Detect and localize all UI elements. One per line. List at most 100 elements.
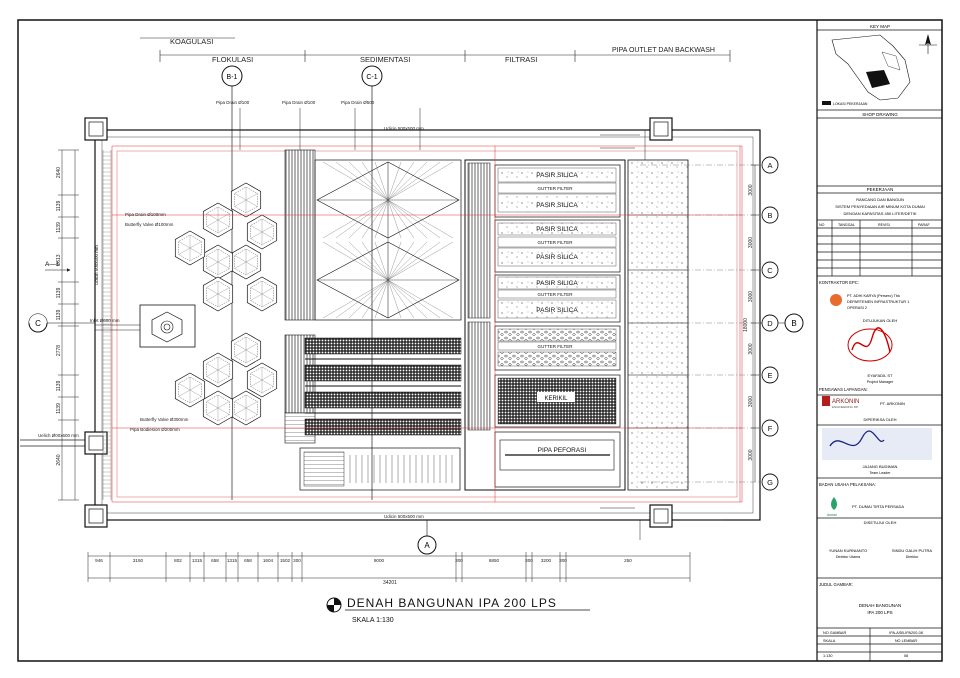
kontraktor-head: KONTRAKTOR EPC: [819, 280, 859, 285]
svg-text:DENAH BANGUNAN: DENAH BANGUNAN [859, 603, 902, 608]
svg-text:D: D [767, 319, 773, 328]
svg-text:Team Leader: Team Leader [870, 471, 892, 475]
section-sedimentasi: SEDIMENTASI [360, 55, 410, 64]
cut-marker-bottom: A [417, 520, 437, 555]
svg-text:dumai: dumai [827, 513, 837, 517]
filter-label-1: PASIR SILICA [536, 172, 578, 179]
svg-text:NO LEMBAR: NO LEMBAR [895, 639, 918, 643]
svg-text:PARAF: PARAF [918, 223, 931, 227]
svg-text:PT. ARKONIN: PT. ARKONIN [880, 401, 905, 406]
svg-text:PT. DUMAI TIRTA PERSADA: PT. DUMAI TIRTA PERSADA [852, 504, 904, 509]
bottom-dim-label: 300 [455, 558, 463, 563]
pipe-drain-3: Pipa Drain Ø500 [341, 100, 375, 105]
svg-text:SINDU GALIH PUTRA: SINDU GALIH PUTRA [892, 548, 933, 553]
bottom-dim-label: 1315 [227, 558, 238, 563]
bottom-dim-label: 1604 [263, 558, 274, 563]
left-dim-label: 2640 [56, 167, 62, 178]
right-dim-label: 3000 [748, 237, 754, 248]
filter-label-3: PASIR SILICA [536, 226, 578, 233]
svg-text:OPERASI 2: OPERASI 2 [847, 306, 867, 310]
left-dim-label: 1139 [56, 380, 62, 391]
flokulasi-hex-basins [174, 182, 278, 426]
svg-text:DEPARTEMEN INFRASTRUKTUR 1: DEPARTEMEN INFRASTRUKTUR 1 [847, 300, 909, 304]
bottom-dim-label: 802 [174, 558, 182, 563]
hex-basin [246, 362, 278, 398]
svg-text:SKALA: SKALA [823, 639, 836, 643]
gutter-label-3: GUTTER FILTER [538, 292, 574, 297]
hex-basin [230, 332, 262, 368]
grid-bubble-b: B [640, 206, 779, 224]
section-filtrasi: FILTRASI [505, 55, 537, 64]
svg-text:SISTEM PENYEDIAAN AIR MINUM KO: SISTEM PENYEDIAAN AIR MINUM KOTA DUMAI [835, 204, 925, 209]
gutter-label-1: GUTTER FILTER [538, 186, 574, 191]
butterfly-valve-1: Butterfly Valve Ø100mm [125, 222, 174, 227]
svg-text:1:130: 1:130 [823, 654, 833, 658]
filter-label-kerikil: KERIKIL [544, 396, 568, 402]
right-dim-label: 3000 [748, 291, 754, 302]
signature-stamp-2 [822, 428, 932, 460]
key-map: LOKASI PEKERJAAN [822, 34, 937, 106]
drawing-scale: SKALA 1:130 [352, 617, 394, 624]
svg-text:08: 08 [904, 654, 908, 658]
adhi-logo [830, 294, 842, 306]
svg-text:TANGGAL: TANGGAL [838, 223, 855, 227]
svg-text:C-1: C-1 [366, 74, 377, 81]
key-map-label: KEY MAP [870, 24, 890, 29]
bottom-dim-label: 9000 [374, 558, 385, 563]
plan-drawing: KOAGULASI FLOKULASI SEDIMENTASI FILTRASI… [20, 37, 804, 624]
left-dim-label: 2613 [56, 254, 62, 265]
hex-basin [202, 390, 234, 426]
hex-basin [246, 276, 278, 312]
svg-text:DIPERIKSA OLEH: DIPERIKSA OLEH [863, 417, 896, 422]
inlet-pipe-label: Uelich Ø00x600 mm [38, 433, 79, 438]
pengawas-head: PENGAWAS LAPANGAN: [819, 387, 868, 392]
north-arrow-icon [919, 34, 937, 54]
svg-text:NO GAMBAR: NO GAMBAR [823, 631, 846, 635]
svg-text:Direktur Utama: Direktur Utama [836, 555, 860, 559]
gutter-label-2: GUTTER FILTER [538, 240, 574, 245]
judul-head: JUDUL GAMBAR: [819, 582, 853, 587]
bottom-dim-label: 300 [559, 558, 567, 563]
signature-stamp-1 [847, 327, 893, 362]
left-dim-label: 1139 [56, 200, 62, 211]
svg-text:Direktur: Direktur [906, 555, 919, 559]
filter-label-perforasi: PIPA PEFORASI [538, 447, 587, 454]
svg-text:ARKONIN: ARKONIN [832, 399, 859, 405]
svg-text:JAJANG BUDIMAN: JAJANG BUDIMAN [863, 464, 898, 469]
grid-bubble-a: A [640, 156, 779, 174]
filter-cells: PASIR SILICA GUTTER FILTER PASIR SILICA … [494, 164, 621, 488]
bottom-dim-label: 1315 [192, 558, 203, 563]
left-dim-label: 1139 [56, 309, 62, 320]
left-dim-label: 2640 [56, 454, 62, 465]
grid-bubble-f: F [640, 419, 779, 437]
shop-drawing-label: SHOP DRAWING [862, 112, 898, 117]
svg-text:B: B [791, 319, 796, 328]
svg-text:DITUJUKAN OLEH: DITUJUKAN OLEH [863, 318, 898, 323]
bottom-total-dim: 34201 [383, 580, 397, 586]
pipe-drain-4: Pipa Drain Ø100mm [125, 212, 166, 217]
sedimentation-diamonds [314, 159, 462, 321]
hex-basin [202, 244, 234, 280]
right-dim-label: 3000 [748, 396, 754, 407]
svg-text:F: F [768, 424, 773, 433]
bottom-dim-label: 250 [624, 558, 632, 563]
bottom-dim-label: 300 [293, 558, 301, 563]
hex-basin [230, 182, 262, 218]
dumai-logo-icon [831, 497, 837, 510]
title-block: KEY MAP LOKASI PEKERJAAN SHOP DRAWING PE… [817, 24, 942, 661]
drawing-title: DENAH BANGUNAN IPA 200 LPS [347, 596, 557, 610]
cut-marker-left: C [28, 313, 95, 333]
right-total-dim: 18000 [743, 318, 749, 332]
hex-basin [202, 352, 234, 388]
pipa-bodiesion: Pipa Bodiesion Ø200mm [130, 427, 180, 432]
arkonin-logo-icon [822, 396, 830, 406]
section-flokulasi: FLOKULASI [212, 55, 253, 64]
bottom-dim-label: 946 [95, 558, 103, 563]
svg-text:IPA 200 LPS: IPA 200 LPS [867, 610, 892, 615]
svg-text:A: A [767, 161, 772, 170]
hex-basin [202, 276, 234, 312]
pipe-drain-2: Pipa Drain Ø100 [282, 100, 316, 105]
grid-bubble-g: G [640, 473, 779, 491]
